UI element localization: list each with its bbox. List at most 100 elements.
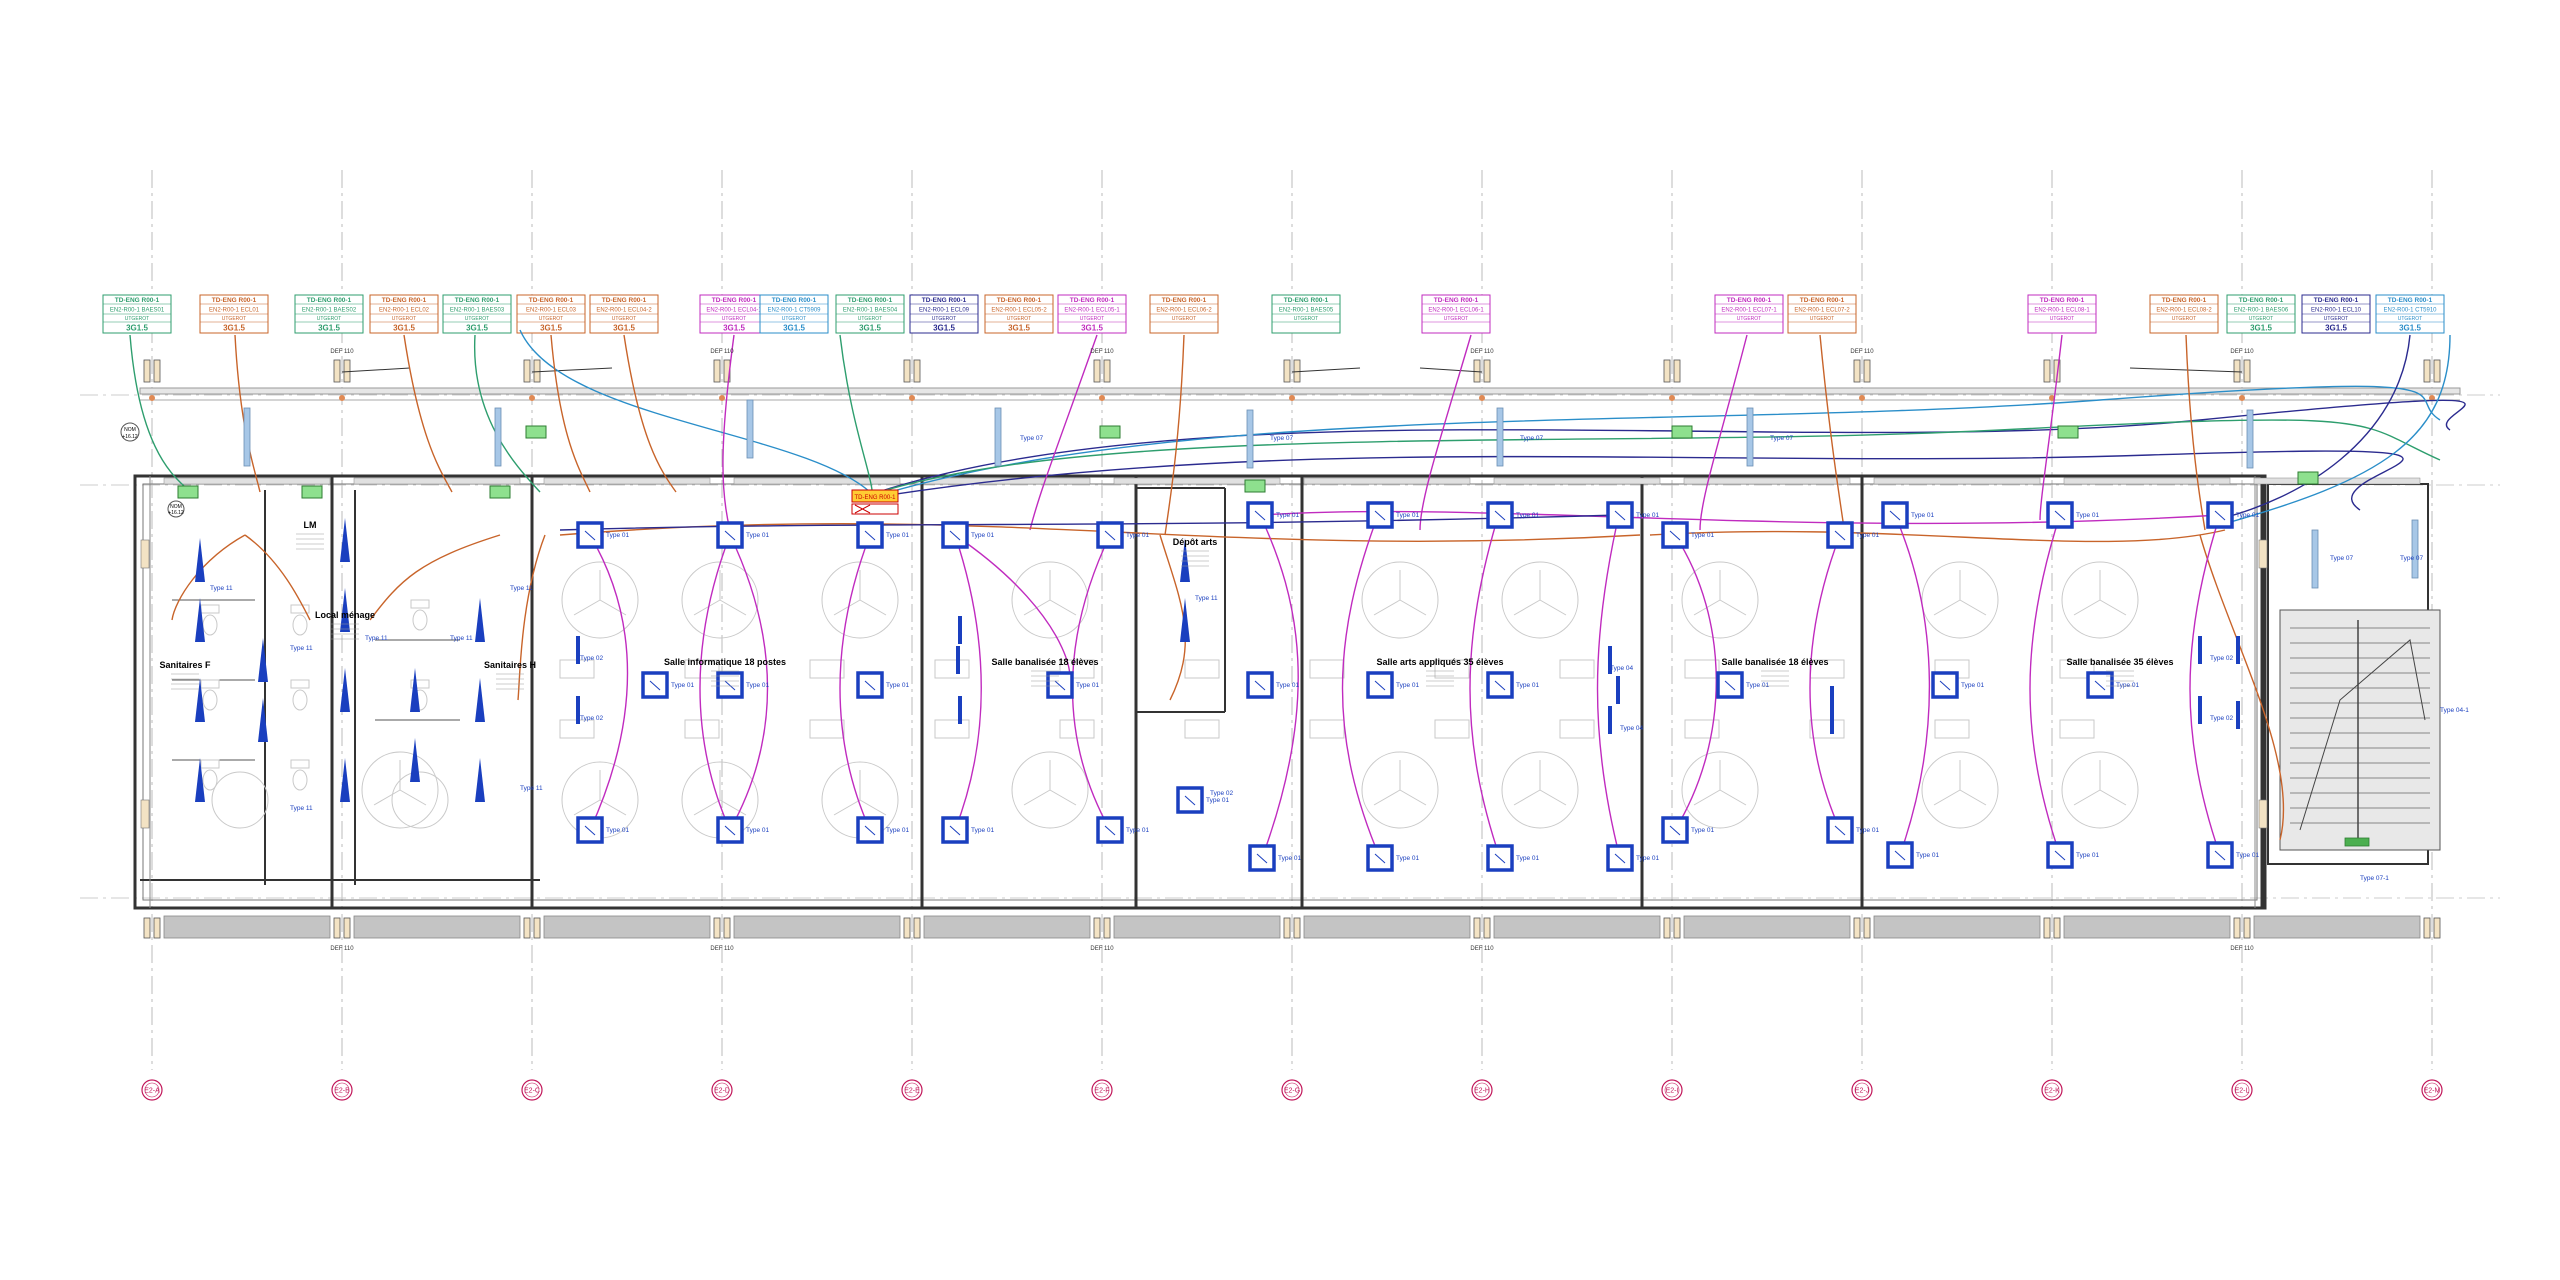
- tag-code: EN2-R00-1 BAES06: [2234, 308, 2289, 314]
- fixture-type-label: Type 02: [580, 715, 604, 722]
- fixture-type-label: Type 07: [2330, 555, 2354, 562]
- wire: [729, 534, 769, 831]
- tag-sub: UTGEROT: [722, 316, 746, 322]
- tag-title: TD-ENG R00-1: [1070, 297, 1115, 304]
- tag-foot: 3G1.5: [540, 324, 562, 333]
- level-marker-b: +16.12: [122, 434, 138, 440]
- tag-foot: 3G1.5: [2250, 324, 2272, 333]
- luminaire-type: Type 01: [1856, 827, 1880, 834]
- axis-label: E2-H: [1474, 1088, 1490, 1095]
- axis-label: E2-J: [1855, 1088, 1869, 1095]
- room-title: Salle banalisée 18 élèves: [1721, 657, 1828, 667]
- tag-sub: UTGEROT: [465, 316, 489, 322]
- distribution-board-label: TD-ENG R00-1: [854, 495, 896, 501]
- axis-label: E2-M: [2424, 1088, 2441, 1095]
- luminaire-type: Type 01: [886, 682, 910, 689]
- tag-sub: UTGEROT: [1444, 316, 1468, 322]
- tag-code: EN2-R00-1 ECL04-2: [596, 308, 652, 314]
- luminaire-type: Type 01: [1396, 682, 1420, 689]
- luminaire-square: [1881, 501, 1909, 529]
- tag-sub: UTGEROT: [782, 316, 806, 322]
- def-label: DEF 110: [1090, 349, 1114, 355]
- tag-code: EN2-R00-1 ECL02: [379, 308, 430, 314]
- tag-code: EN2-R00-1 ECL08-1: [2034, 308, 2090, 314]
- wire: [519, 329, 871, 493]
- room-title: Dépôt arts: [1173, 537, 1218, 547]
- luminaire-type: Type 01: [886, 827, 910, 834]
- tag-title: TD-ENG R00-1: [1434, 297, 1479, 304]
- fixture-type-label: Type 11: [520, 785, 543, 792]
- axis-label: E2-D: [714, 1088, 730, 1095]
- tag-title: TD-ENG R00-1: [2162, 297, 2207, 304]
- wall-luminaire: [958, 616, 962, 644]
- wire: [1259, 514, 1299, 859]
- wire: [550, 334, 591, 493]
- luminaire-square: [1096, 521, 1124, 549]
- fixture-type-label: Type 07: [1520, 435, 1544, 442]
- luminaire-square: [2046, 501, 2074, 529]
- tag-title: TD-ENG R00-1: [2388, 297, 2433, 304]
- wall-luminaire: [1830, 686, 1834, 714]
- axis-label: E2-E: [904, 1088, 920, 1095]
- wire: [244, 534, 311, 621]
- axis-label: E2-A: [144, 1088, 160, 1095]
- emergency-light: [1244, 479, 1266, 493]
- tag-sub: UTGEROT: [1080, 316, 1104, 322]
- wall-luminaire: [2236, 636, 2240, 664]
- downlight: [1180, 538, 1190, 582]
- fixture-type-label: Type 07: [1270, 435, 1294, 442]
- fixture-type-label: Type 11: [450, 635, 473, 642]
- wall-luminaire: [2236, 701, 2240, 729]
- tag-title: TD-ENG R00-1: [212, 297, 257, 304]
- wall-luminaire: [958, 696, 962, 724]
- fixture-type-label: Type 07: [2400, 555, 2424, 562]
- level-marker: [120, 422, 140, 442]
- level-marker-a: NOM: [124, 427, 136, 433]
- tag-foot: 3G1.5: [2399, 324, 2421, 333]
- def-label: DEF 110: [1090, 946, 1114, 952]
- tag-title: TD-ENG R00-1: [602, 297, 647, 304]
- emergency-light: [1099, 425, 1121, 439]
- tag-code: EN2-R00-1 ECL06-2: [1156, 308, 1212, 314]
- wire: [1164, 334, 1185, 536]
- tag-sub: UTGEROT: [932, 316, 956, 322]
- luminaire-square: [1366, 844, 1394, 872]
- luminaire-square: [641, 671, 669, 699]
- luminaire-square: [2206, 841, 2234, 869]
- emergency-light: [489, 485, 511, 499]
- wall-luminaire: [2198, 636, 2202, 664]
- luminaire-type: Type 01: [1516, 682, 1540, 689]
- tag-sub: UTGEROT: [858, 316, 882, 322]
- luminaire-type: Type 01: [1276, 682, 1300, 689]
- fixture-type-label: Type 11: [365, 635, 388, 642]
- tag-code: EN2-R00-1 BAES04: [843, 308, 898, 314]
- axis-label: E2-I: [1666, 1088, 1679, 1095]
- def-label: DEF 110: [330, 946, 354, 952]
- tag-sub: UTGEROT: [125, 316, 149, 322]
- tag-foot: 3G1.5: [318, 324, 340, 333]
- wall-luminaire: [1608, 706, 1612, 734]
- downlight: [195, 678, 205, 722]
- fixture-tube: [243, 407, 251, 467]
- tag-foot: 3G1.5: [933, 324, 955, 333]
- room-title: Sanitaires H: [484, 660, 536, 670]
- fixture-tube: [746, 399, 754, 459]
- tag-title: TD-ENG R00-1: [1727, 297, 1772, 304]
- luminaire-type: Type 01: [1516, 512, 1540, 519]
- luminaire-type: Type 01: [2236, 852, 2260, 859]
- fixture-type-label: Type 04-1: [2440, 707, 2469, 714]
- tag-foot: 3G1.5: [723, 324, 745, 333]
- wall-luminaire: [2198, 696, 2202, 724]
- emergency-light: [1671, 425, 1693, 439]
- downlight: [195, 598, 205, 642]
- tag-title: TD-ENG R00-1: [115, 297, 160, 304]
- level-marker-2-a: NOM: [170, 504, 182, 510]
- luminaire-square: [1248, 844, 1276, 872]
